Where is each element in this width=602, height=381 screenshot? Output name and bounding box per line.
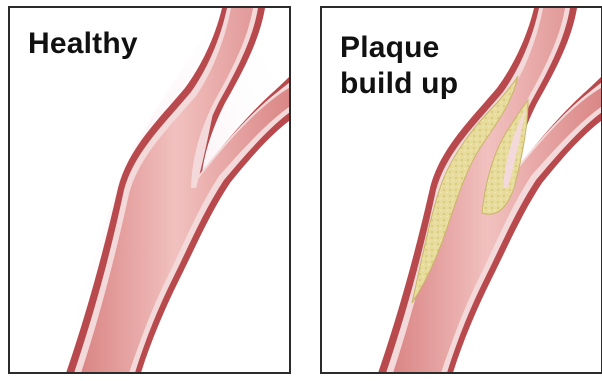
plaque-label: Plaque build up — [340, 30, 500, 102]
healthy-artery-panel: Healthy — [8, 6, 291, 374]
healthy-label: Healthy — [28, 26, 138, 62]
plaque-artery-panel: Plaque build up — [320, 6, 602, 374]
healthy-artery-illustration — [10, 8, 291, 374]
